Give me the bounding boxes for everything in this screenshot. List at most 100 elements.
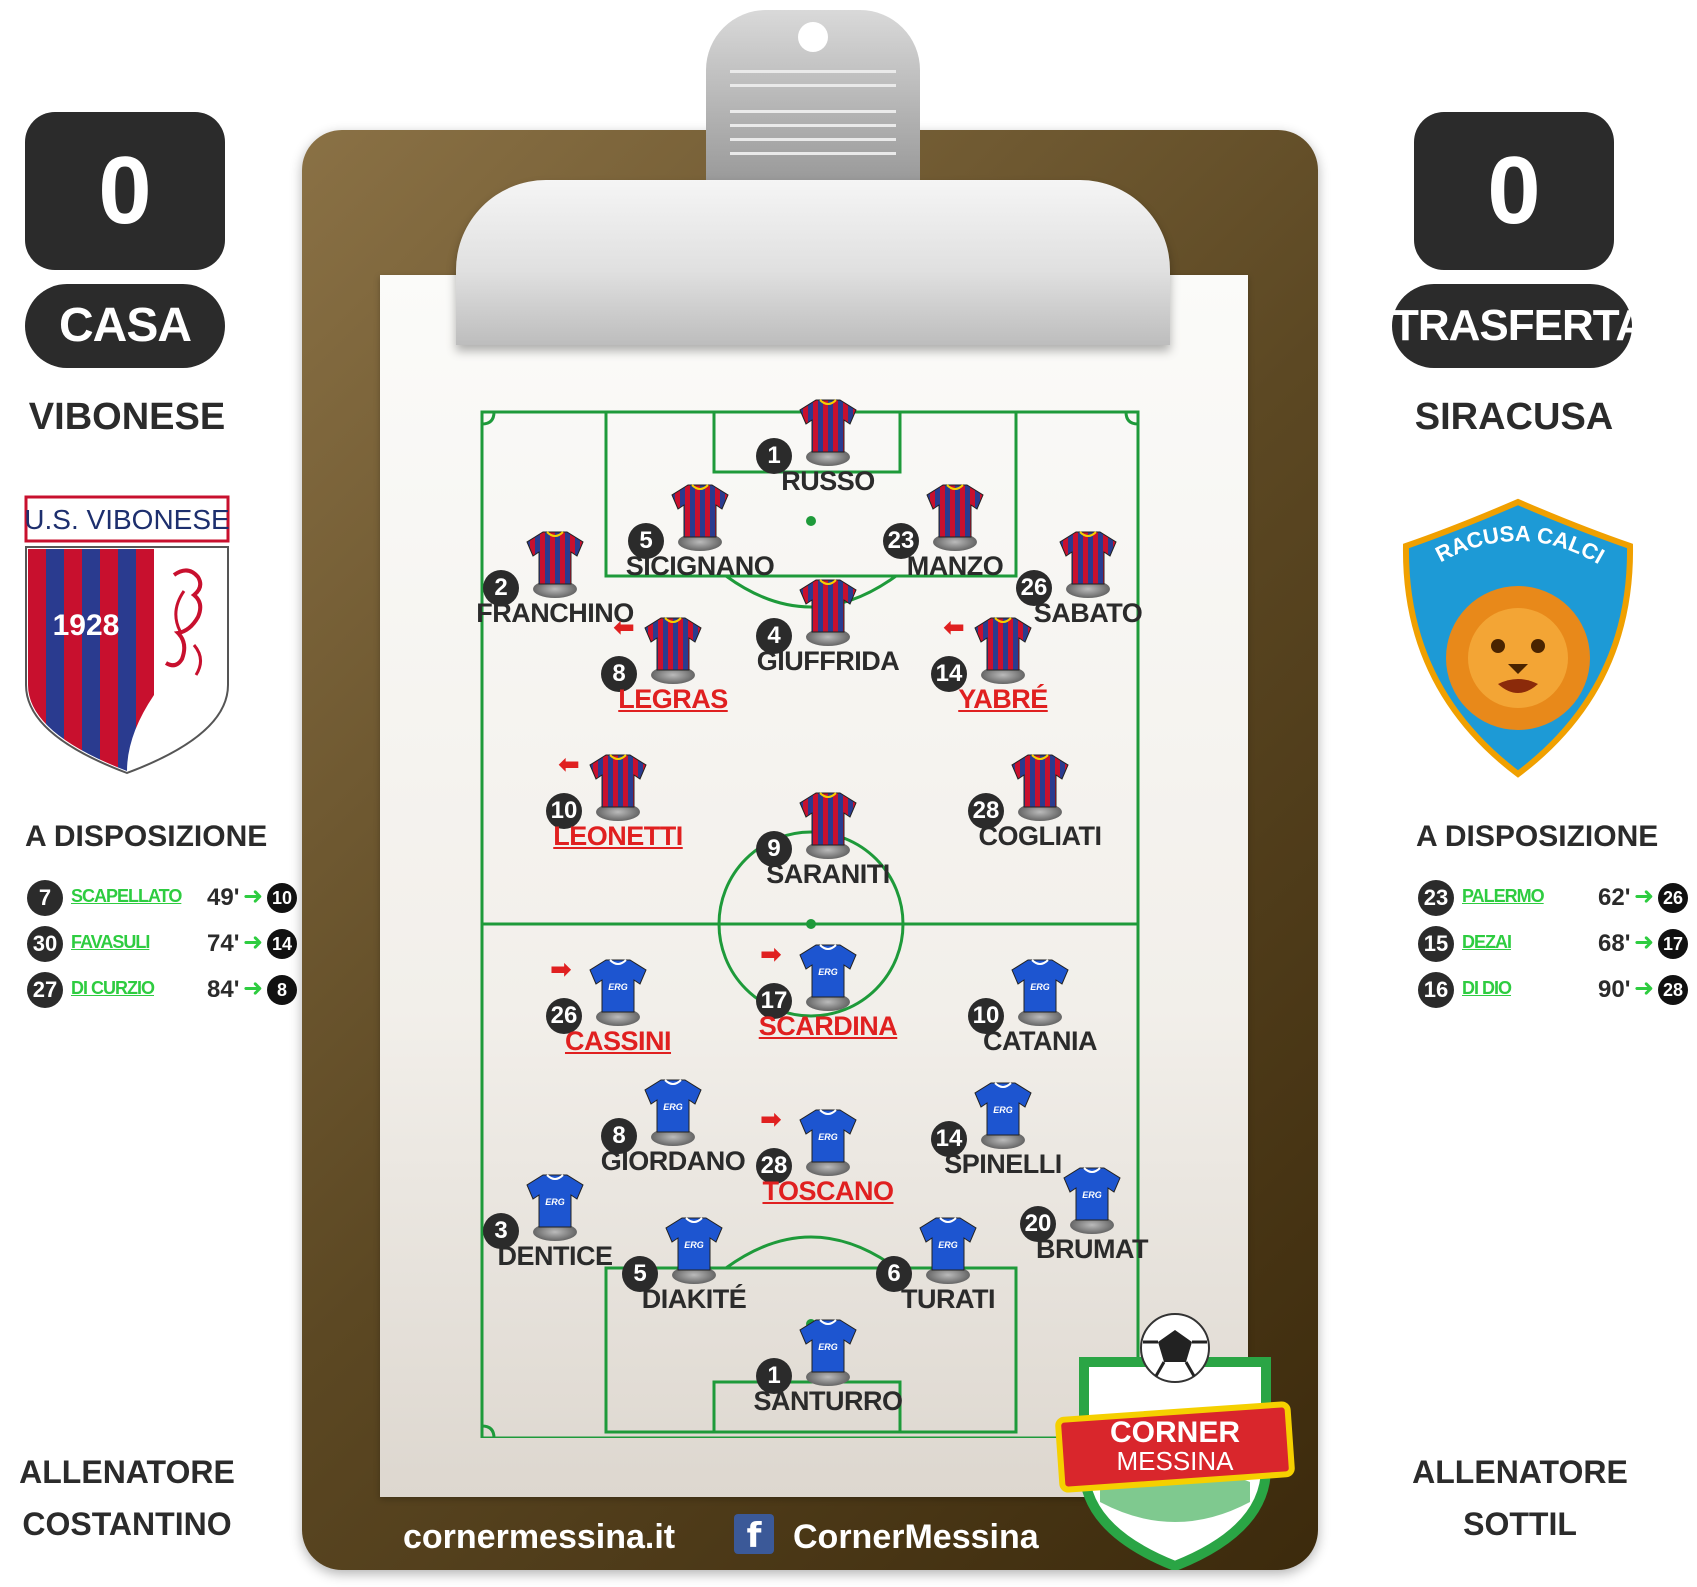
siracusa-logo: SIRACUSA CALCIO: [1402, 498, 1634, 778]
away-sub-name[interactable]: DI DIO: [1462, 978, 1512, 998]
away-role-label: TRASFERTA: [1392, 284, 1647, 368]
home-sub-number: 7: [27, 880, 63, 916]
shirt-sponsor: ERG: [818, 1342, 838, 1352]
footer-facebook[interactable]: CornerMessina: [793, 1518, 1039, 1556]
home-shirt-icon: [799, 579, 857, 633]
home-shirt-icon: [589, 754, 647, 808]
away-sub-minute: 68': [1598, 930, 1631, 957]
away-sub-replaced-number: 28: [1658, 975, 1688, 1005]
clip-groove: [730, 124, 896, 127]
vibonese-logo-year: 1928: [53, 609, 120, 642]
away-shirt-icon: ERG: [1063, 1167, 1121, 1221]
away-sub-name[interactable]: PALERMO: [1462, 886, 1545, 906]
substitution-arrow-icon: ➜: [243, 883, 264, 910]
substitution-in-arrow-icon: ➡: [550, 954, 572, 984]
away-shirt-icon: ERG: [526, 1174, 584, 1228]
player-name: BRUMAT: [1036, 1234, 1148, 1264]
vibonese-logo-text: U.S. VIBONESE: [24, 504, 229, 535]
player-name: TURATI: [901, 1284, 995, 1314]
away-shirt-icon: ERG: [589, 959, 647, 1013]
home-sub-replaced-number: 14: [267, 929, 297, 959]
away-coach-label: ALLENATORE: [1412, 1454, 1628, 1490]
shirt-sponsor: ERG: [1030, 982, 1050, 992]
player-number: 20: [1020, 1206, 1056, 1242]
home-sub-row: 27 DI CURZIO 84' ➜ 8: [27, 972, 297, 1008]
player-number: 26: [546, 998, 582, 1034]
clip-groove: [730, 138, 896, 141]
home-sub-number: 30: [27, 926, 63, 962]
home-shirt-icon: [926, 484, 984, 538]
player-number: 8: [601, 656, 637, 692]
home-role-label: CASA: [25, 284, 225, 368]
substitution-arrow-icon: ➜: [243, 929, 264, 956]
facebook-icon[interactable]: f: [734, 1514, 774, 1556]
home-shirt-icon: [671, 484, 729, 538]
home-score: 0: [25, 112, 225, 270]
away-shirt-icon: ERG: [644, 1079, 702, 1133]
away-shirt-icon: ERG: [799, 944, 857, 998]
corner-messina-logo: CORNER MESSINA: [1055, 1313, 1295, 1570]
home-sub-name[interactable]: FAVASULI: [71, 932, 150, 952]
away-shirt-icon: ERG: [799, 1319, 857, 1373]
player-name: SABATO: [1033, 598, 1143, 628]
player-number: 2: [483, 570, 519, 606]
home-sub-minute: 49': [207, 884, 240, 911]
player-name: SCARDINA: [758, 1011, 898, 1041]
home-shirt-icon: [1059, 531, 1117, 585]
away-sub-number: 15: [1418, 926, 1454, 962]
away-sub-name[interactable]: DEZAI: [1462, 932, 1512, 952]
player-number: 9: [756, 831, 792, 867]
player-name: MANZO: [906, 551, 1004, 581]
shirt-sponsor: ERG: [684, 1240, 704, 1250]
substitution-in-arrow-icon: ➡: [760, 1104, 782, 1134]
home-shirt-icon: [799, 792, 857, 846]
player-number: 17: [756, 983, 792, 1019]
away-sub-minute: 62': [1598, 884, 1631, 911]
home-sub-name[interactable]: DI CURZIO: [71, 978, 155, 998]
player-number: 28: [756, 1148, 792, 1184]
player-number: 1: [756, 438, 792, 474]
player-name: CATANIA: [983, 1026, 1097, 1056]
away-sub-replaced-number: 26: [1658, 883, 1688, 913]
away-sub-minute: 90': [1598, 976, 1631, 1003]
footer-website[interactable]: cornermessina.it: [403, 1518, 676, 1556]
substitution-in-arrow-icon: ➡: [760, 939, 782, 969]
player-number: 26: [1016, 570, 1052, 606]
player-number: 28: [968, 793, 1004, 829]
substitution-arrow-icon: ➜: [1634, 883, 1655, 910]
home-sub-name[interactable]: SCAPELLATO: [71, 886, 182, 906]
home-subs-title: A DISPOSIZIONE: [25, 820, 268, 853]
clipboard-clip-hole: [798, 22, 828, 52]
home-team-name: VIBONESE: [28, 396, 226, 438]
player-name: CASSINI: [564, 1026, 672, 1056]
player-number: 5: [622, 1256, 658, 1292]
player-name: SICIGNANO: [625, 551, 775, 581]
clip-groove: [730, 70, 896, 73]
player-number: 14: [931, 1121, 967, 1157]
substitution-arrow-icon: ➜: [243, 975, 264, 1002]
home-shirt-icon: [1011, 754, 1069, 808]
player-name: SARANITI: [766, 859, 890, 889]
